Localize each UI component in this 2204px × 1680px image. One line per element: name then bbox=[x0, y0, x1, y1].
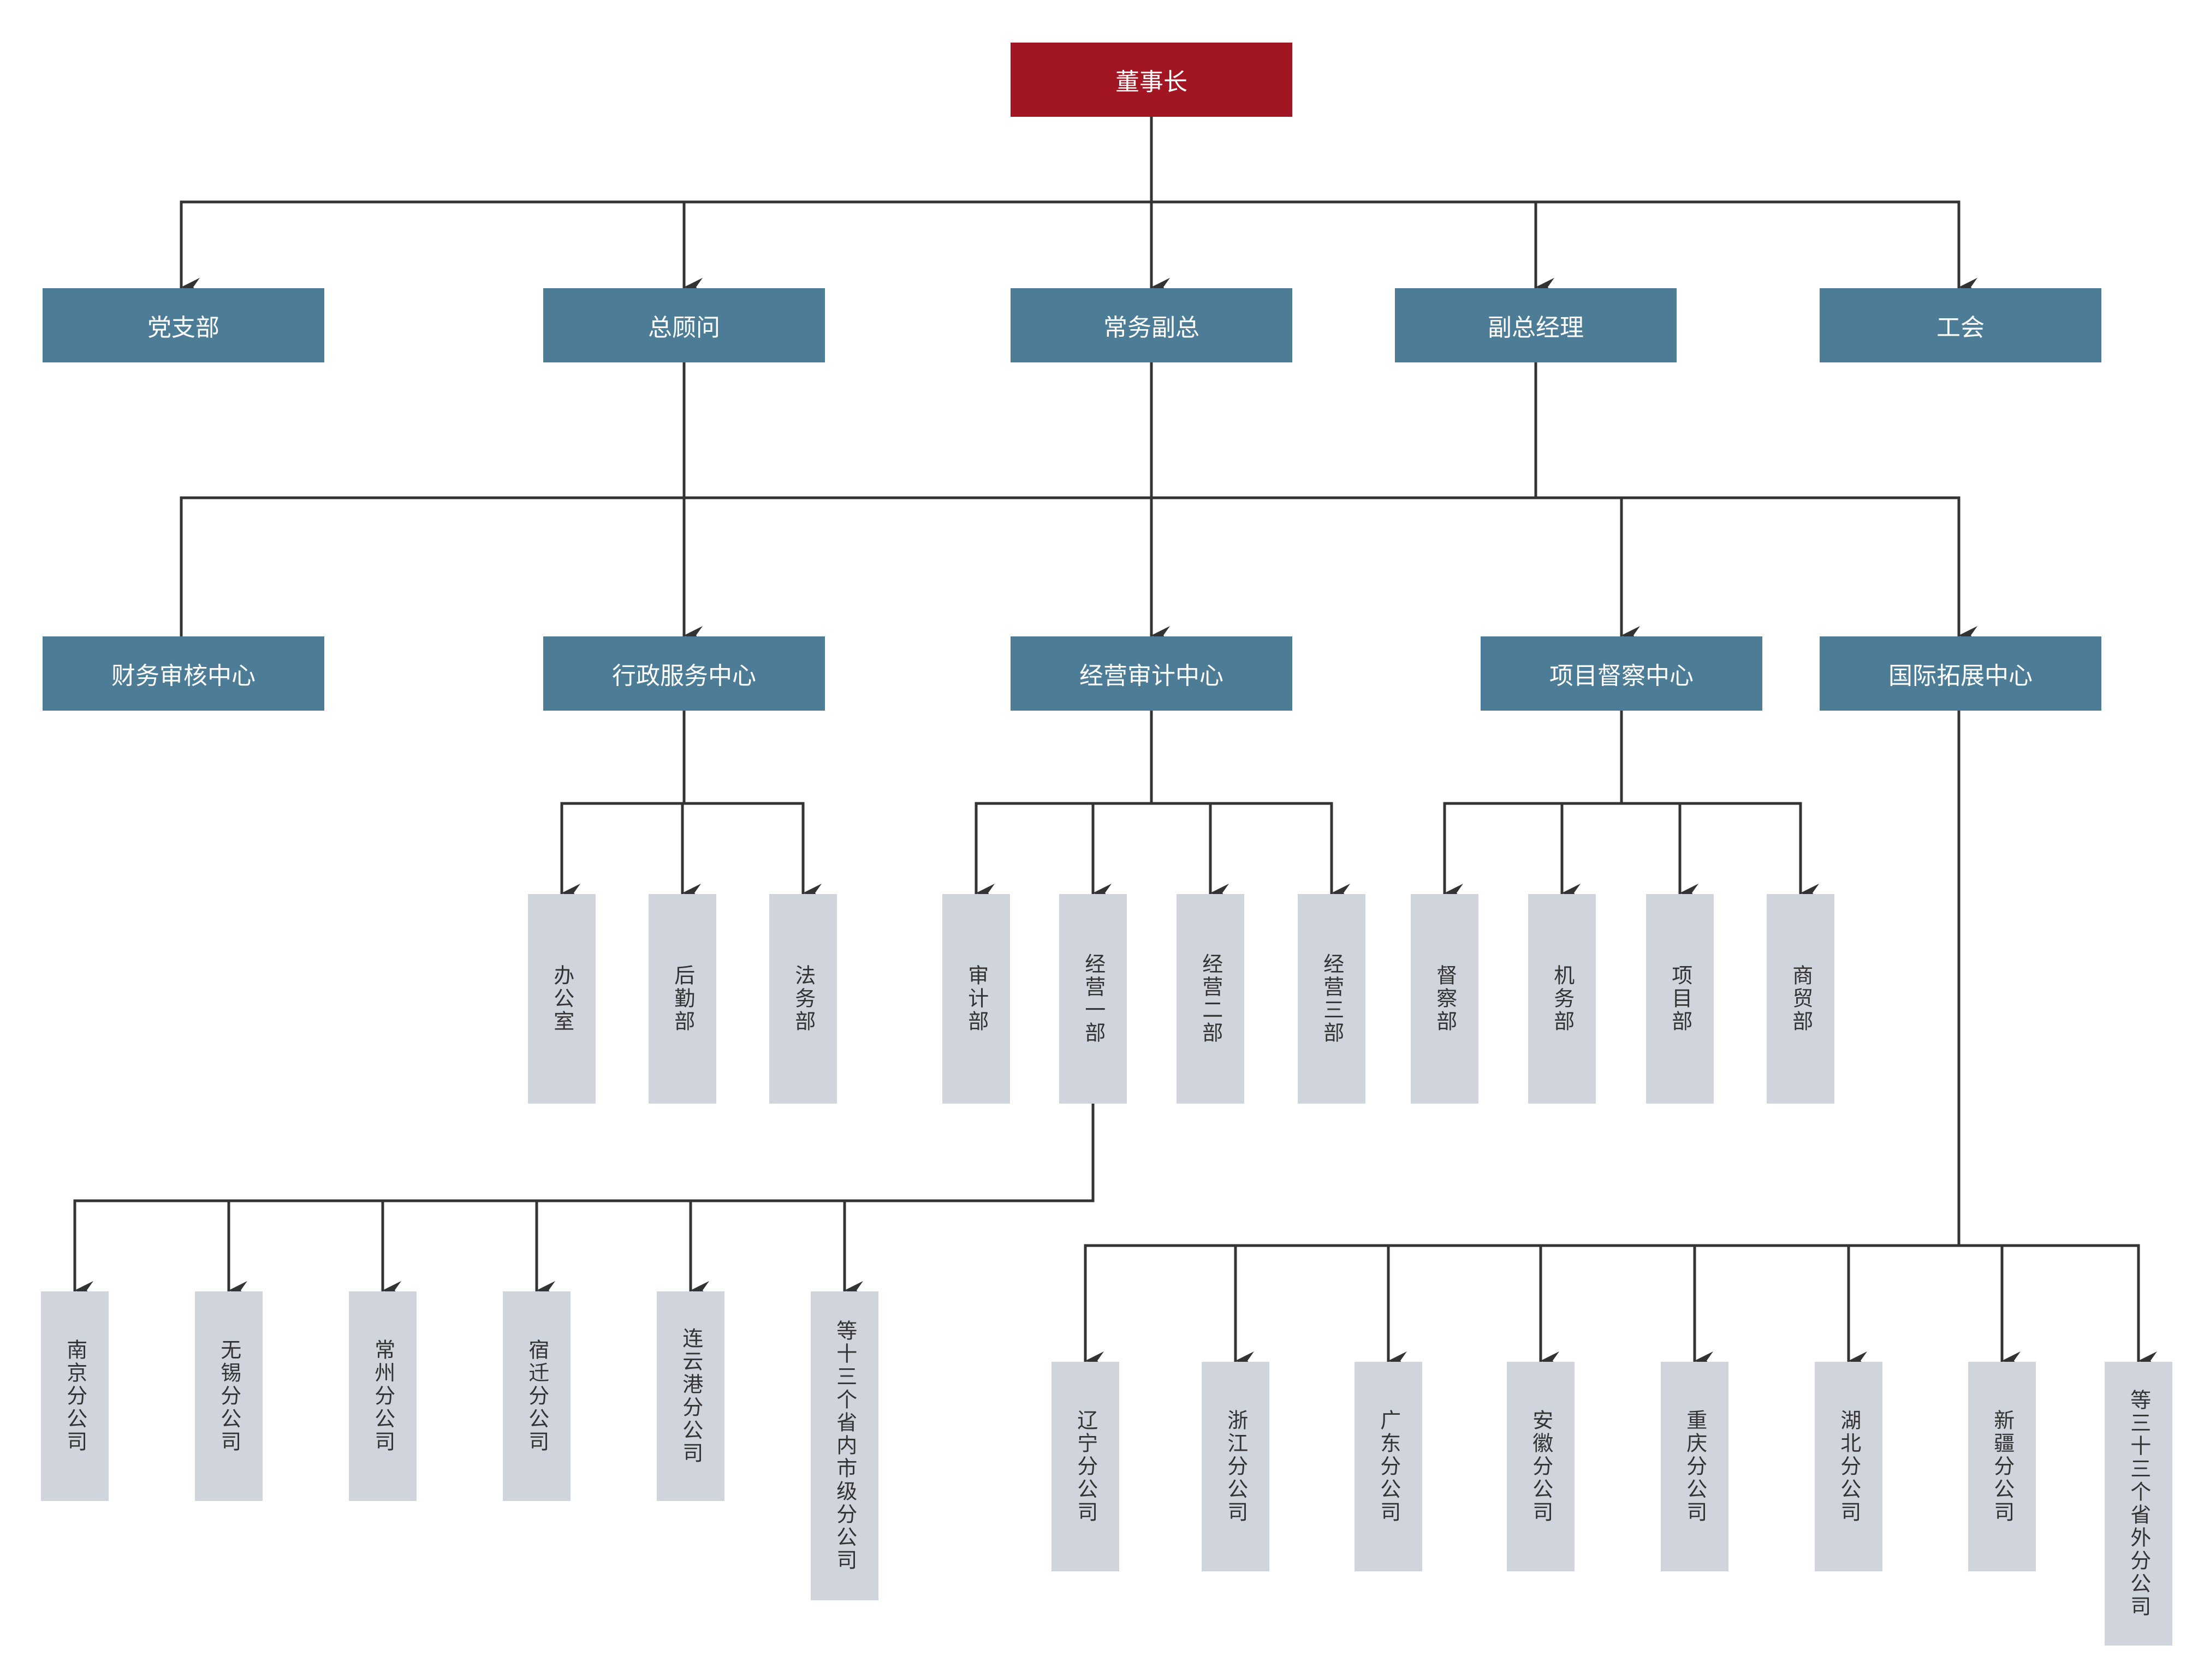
box-label: 重庆分公司 bbox=[1683, 1409, 1707, 1524]
box-trade-union: 工会 bbox=[1820, 288, 2101, 362]
box-admin-center: 行政服务中心 bbox=[543, 636, 825, 711]
box-label: 常务副总 bbox=[1103, 314, 1199, 342]
box-audit-center: 经营审计中心 bbox=[1011, 636, 1292, 711]
box-label: 经营二部 bbox=[1198, 953, 1223, 1045]
box-branch-changzhou: 常州分公司 bbox=[349, 1291, 417, 1501]
box-label: 等十三个省内市级分公司 bbox=[833, 1320, 857, 1572]
box-label: 广东分公司 bbox=[1376, 1409, 1401, 1524]
box-label: 工会 bbox=[1936, 314, 1985, 342]
box-branch-hubei: 湖北分公司 bbox=[1815, 1362, 1882, 1571]
box-label: 审计部 bbox=[964, 964, 989, 1033]
box-label: 办公室 bbox=[550, 964, 574, 1033]
box-label: 连云港分公司 bbox=[679, 1327, 703, 1465]
box-business-2: 经营二部 bbox=[1177, 894, 1244, 1104]
box-branch-zhejiang: 浙江分公司 bbox=[1202, 1362, 1269, 1571]
box-label: 法务部 bbox=[791, 964, 816, 1033]
box-intl-center: 国际拓展中心 bbox=[1820, 636, 2101, 711]
box-label: 南京分公司 bbox=[63, 1339, 87, 1453]
box-branch-lianyungang: 连云港分公司 bbox=[657, 1291, 724, 1501]
box-branch-intl-others: 等三十三个省外分公司 bbox=[2105, 1362, 2172, 1646]
box-label: 浙江分公司 bbox=[1223, 1409, 1248, 1524]
box-business-3: 经营三部 bbox=[1298, 894, 1365, 1104]
box-chief-advisor: 总顾问 bbox=[543, 288, 825, 362]
box-logistics: 后勤部 bbox=[649, 894, 716, 1104]
box-label: 新疆分公司 bbox=[1990, 1409, 2015, 1524]
box-label: 副总经理 bbox=[1488, 314, 1584, 342]
box-label: 党支部 bbox=[147, 314, 219, 342]
box-label: 后勤部 bbox=[670, 964, 695, 1033]
box-branch-anhui: 安徽分公司 bbox=[1507, 1362, 1575, 1571]
box-project-dept: 项目部 bbox=[1646, 894, 1714, 1104]
box-label: 宿迁分公司 bbox=[525, 1339, 549, 1453]
box-party-branch: 党支部 bbox=[43, 288, 324, 362]
box-branch-liaoning: 辽宁分公司 bbox=[1051, 1362, 1119, 1571]
box-label: 经营审计中心 bbox=[1079, 662, 1223, 690]
box-label: 项目部 bbox=[1668, 964, 1692, 1033]
box-branch-chongqing: 重庆分公司 bbox=[1661, 1362, 1728, 1571]
box-audit-dept: 审计部 bbox=[942, 894, 1010, 1104]
box-label: 总顾问 bbox=[648, 314, 720, 342]
box-chairman: 董事长 bbox=[1011, 43, 1292, 117]
box-office: 办公室 bbox=[528, 894, 596, 1104]
box-inspection-dept: 督察部 bbox=[1411, 894, 1478, 1104]
box-label: 商贸部 bbox=[1789, 964, 1813, 1033]
box-branch-guangdong: 广东分公司 bbox=[1355, 1362, 1422, 1571]
box-label: 项目督察中心 bbox=[1549, 662, 1694, 690]
box-label: 机务部 bbox=[1550, 964, 1575, 1033]
box-label: 董事长 bbox=[1115, 68, 1187, 96]
box-trade-dept: 商贸部 bbox=[1767, 894, 1834, 1104]
box-executive-vp: 常务副总 bbox=[1011, 288, 1292, 362]
box-label: 辽宁分公司 bbox=[1073, 1409, 1098, 1524]
box-inspect-center: 项目督察中心 bbox=[1481, 636, 1762, 711]
box-label: 行政服务中心 bbox=[612, 662, 756, 690]
box-label: 常州分公司 bbox=[371, 1339, 395, 1453]
box-business-1: 经营一部 bbox=[1059, 894, 1127, 1104]
box-label: 财务审核中心 bbox=[111, 662, 256, 690]
box-label: 经营一部 bbox=[1081, 953, 1106, 1045]
box-label: 等三十三个省外分公司 bbox=[2126, 1389, 2151, 1618]
box-label: 安徽分公司 bbox=[1529, 1409, 1553, 1524]
box-branch-suqian: 宿迁分公司 bbox=[503, 1291, 571, 1501]
box-deputy-gm: 副总经理 bbox=[1395, 288, 1677, 362]
box-branch-xinjiang: 新疆分公司 bbox=[1968, 1362, 2036, 1571]
box-finance-center: 财务审核中心 bbox=[43, 636, 324, 711]
box-machinery-dept: 机务部 bbox=[1528, 894, 1596, 1104]
box-label: 湖北分公司 bbox=[1837, 1409, 1861, 1524]
box-label: 经营三部 bbox=[1320, 953, 1344, 1045]
box-branch-wuxi: 无锡分公司 bbox=[195, 1291, 263, 1501]
box-label: 无锡分公司 bbox=[217, 1339, 241, 1453]
box-branch-domestic-others: 等十三个省内市级分公司 bbox=[811, 1291, 878, 1600]
box-legal: 法务部 bbox=[769, 894, 837, 1104]
box-label: 国际拓展中心 bbox=[1888, 662, 2033, 690]
box-branch-nanjing: 南京分公司 bbox=[41, 1291, 109, 1501]
box-label: 督察部 bbox=[1433, 964, 1457, 1033]
